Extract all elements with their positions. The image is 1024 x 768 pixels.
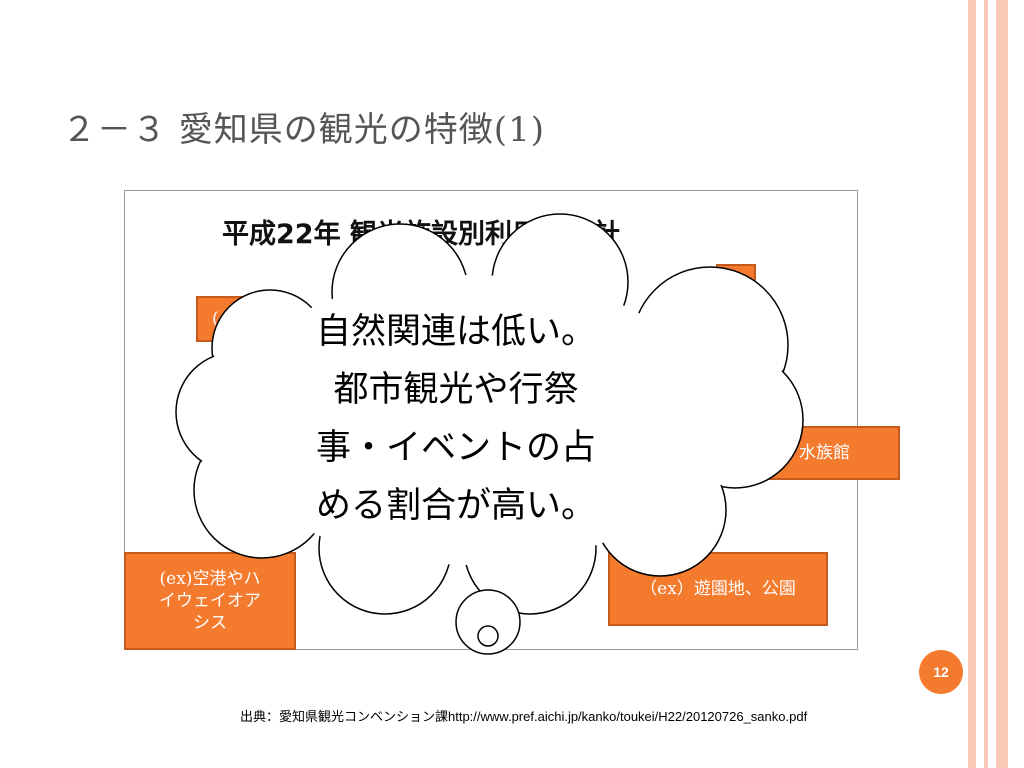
page-number-badge: 12 <box>919 650 963 694</box>
cloud-line-4: める割合が高い。 <box>315 486 596 526</box>
callout-bottom-right-text: （ex）遊園地、公園 <box>640 578 796 599</box>
slide-title: ２－３ 愛知県の観光の特徴(1) <box>62 110 545 150</box>
callout-bottom-left-line-1: (ex)空港やハ <box>159 568 261 589</box>
callout-bottom-left: (ex)空港やハ イウェイオア シス <box>124 552 296 650</box>
cloud-message: 自然関連は低い。 都市観光や行祭 事・イベントの占 める割合が高い。 <box>258 303 654 535</box>
callout-bottom-left-line-3: シス <box>193 613 227 634</box>
callout-bottom-left-line-2: イウェイオア <box>159 590 261 611</box>
callout-aquarium-text: 、水族館 <box>782 442 850 463</box>
decorative-stripes <box>968 0 1024 768</box>
cloud-line-1: 自然関連は低い。 <box>315 312 596 352</box>
cloud-line-3: 事・イベントの占 <box>315 428 596 468</box>
source-citation: 出典：愛知県観光コンベンション課http://www.pref.aichi.jp… <box>240 709 808 724</box>
cloud-line-2: 都市観光や行祭 <box>333 370 579 410</box>
page-number: 12 <box>933 664 949 680</box>
